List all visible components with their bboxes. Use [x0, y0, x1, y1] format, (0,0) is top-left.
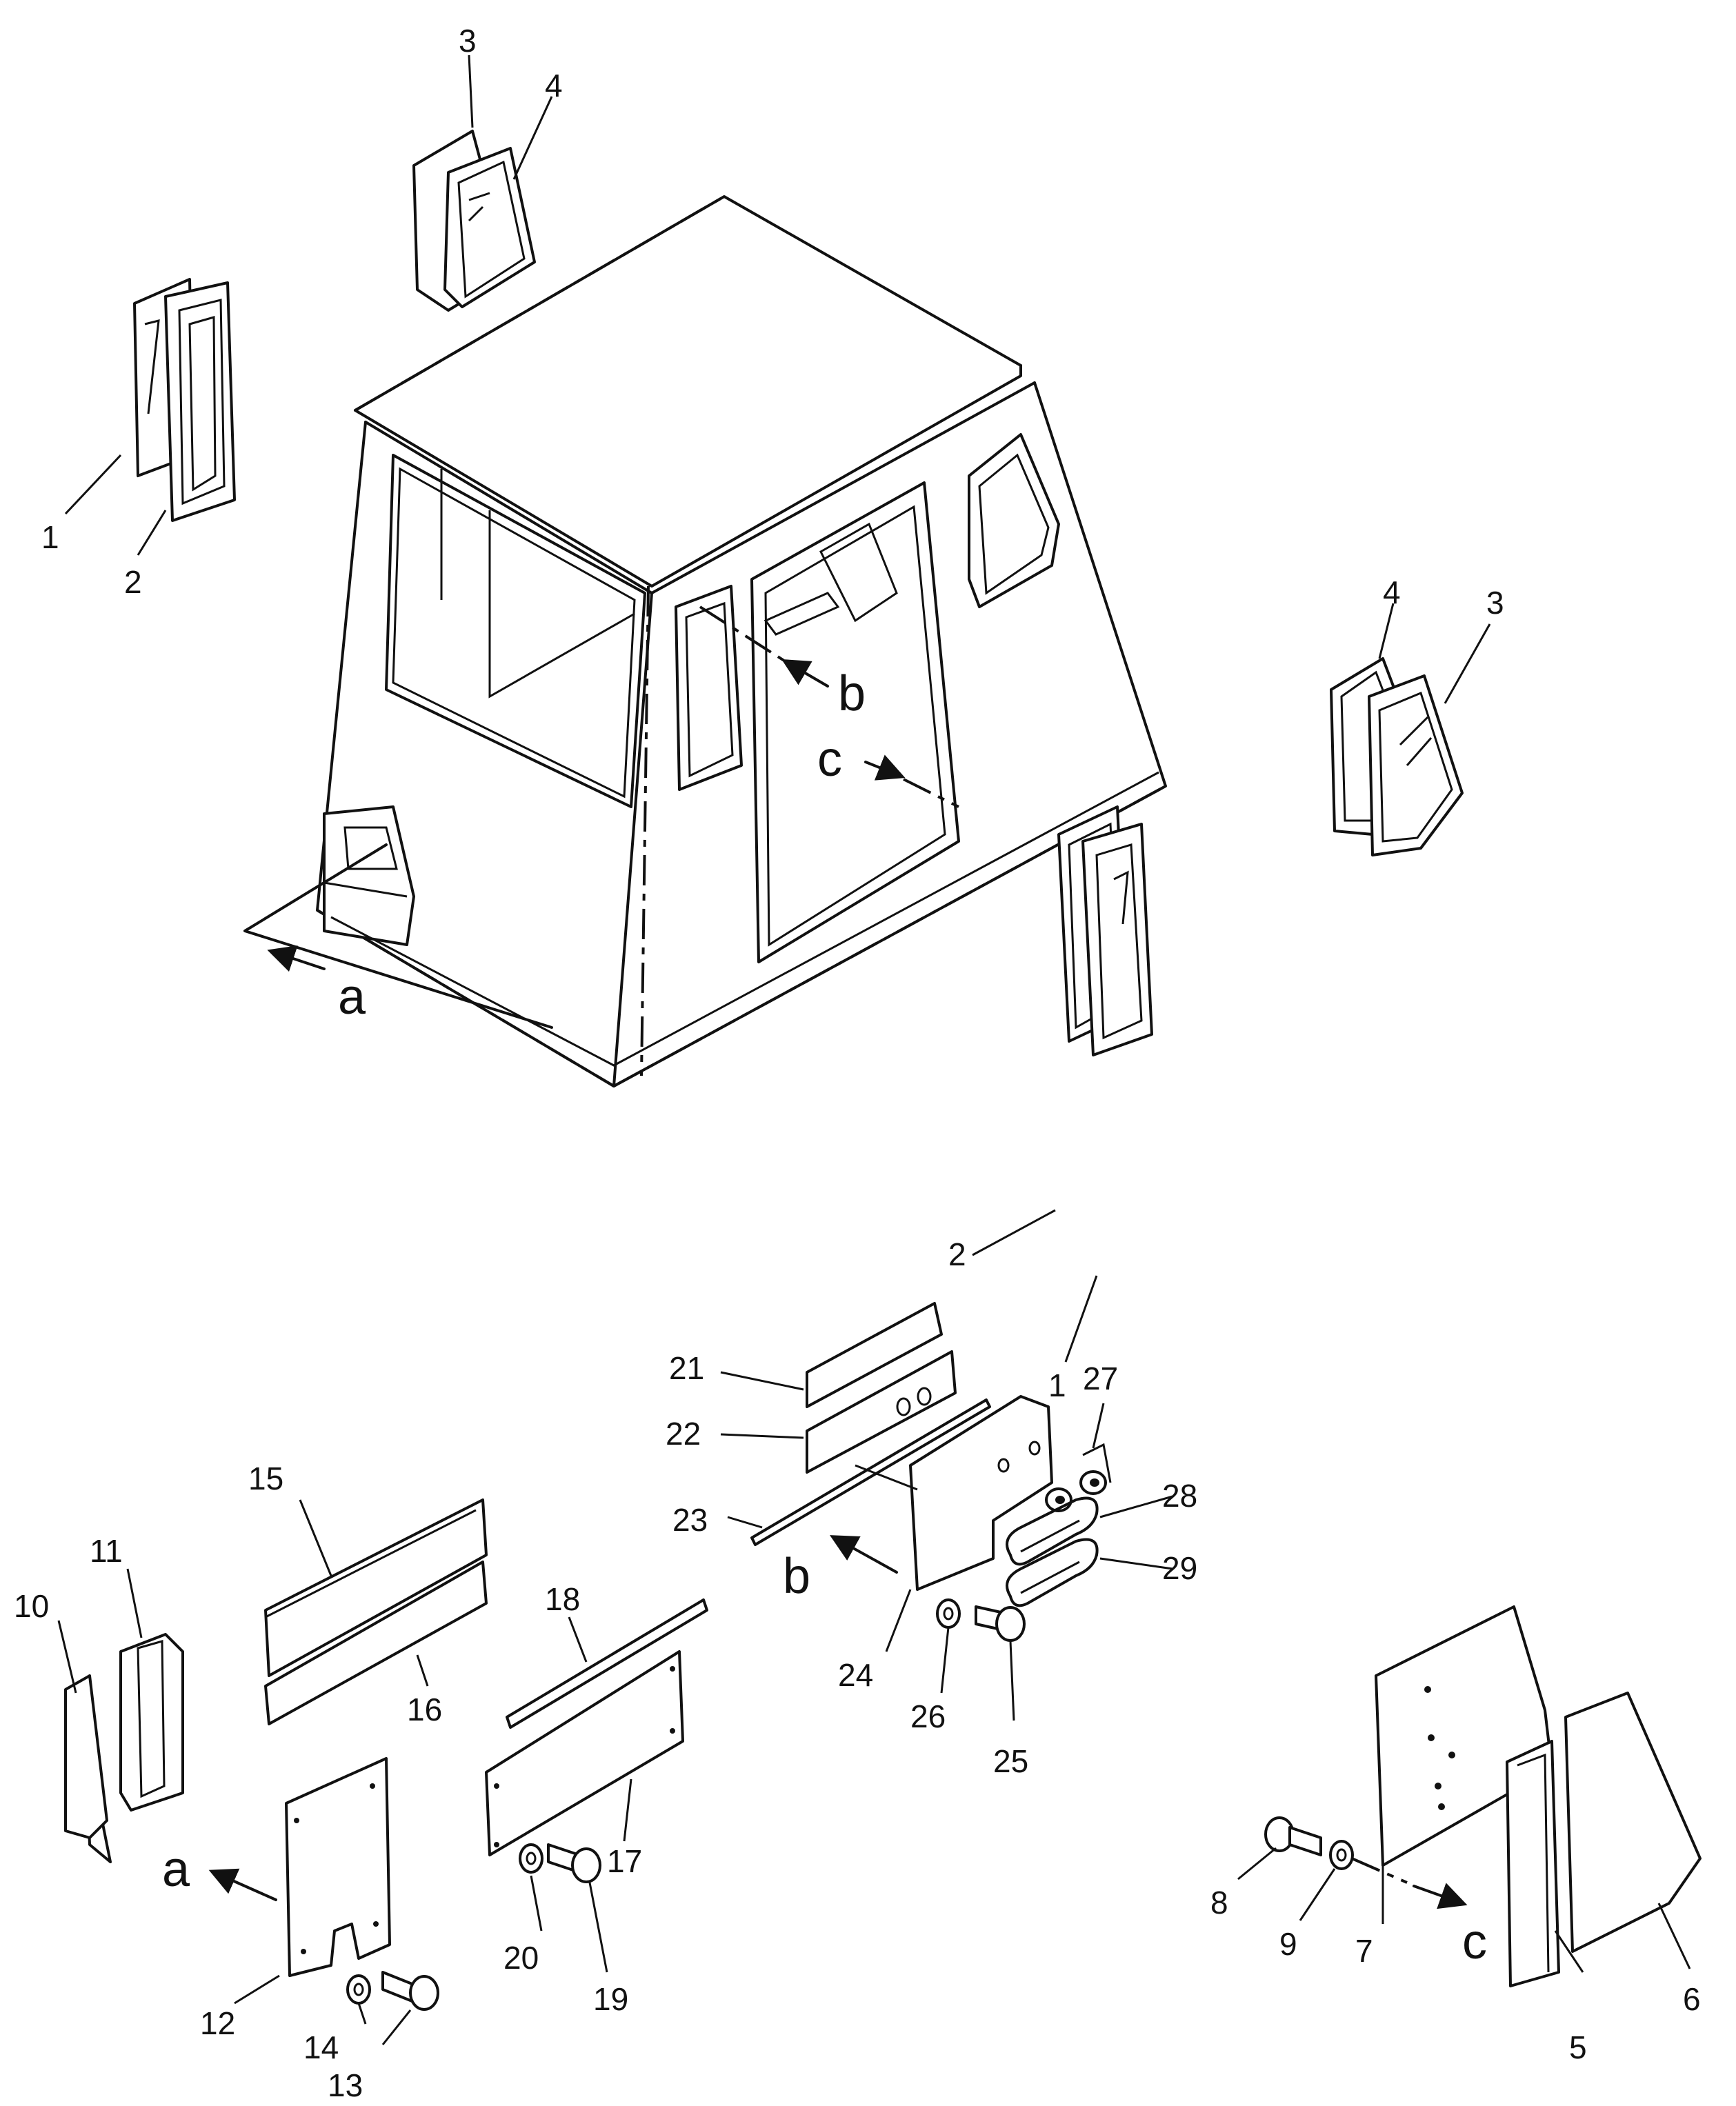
callout-21: 21 [669, 1350, 704, 1386]
callout-3: 3 [459, 23, 477, 59]
window-glass-side-right [1330, 657, 1464, 856]
callout-16: 16 [407, 1692, 442, 1727]
callout-3b: 3 [1486, 585, 1504, 621]
view-b-detail-label: b [783, 1549, 810, 1604]
callout-1: 1 [41, 519, 59, 555]
bolt-13 [381, 1971, 439, 2011]
callout-28: 28 [1162, 1478, 1197, 1514]
callout-23: 23 [672, 1502, 708, 1538]
seal-29 [1006, 1538, 1099, 1607]
seal-28 [1006, 1496, 1099, 1566]
callout-labels: 1 2 3 4 4 3 2 1 21 22 23 24 26 25 27 28 … [14, 23, 1701, 2103]
plate-12 [285, 1757, 391, 1977]
plate-7 [1375, 1605, 1553, 1867]
callout-17: 17 [607, 1843, 642, 1879]
callout-4: 4 [545, 68, 563, 103]
callout-1b: 1 [1048, 1367, 1066, 1403]
callout-20: 20 [503, 1940, 539, 1976]
callout-26: 26 [910, 1698, 946, 1734]
callout-14: 14 [303, 2029, 339, 2065]
view-c-detail-label: c [1462, 1914, 1487, 1969]
view-c-detail-arrow: c [1351, 1857, 1487, 1969]
view-c-label: c [817, 732, 842, 787]
view-a-label: a [338, 970, 366, 1025]
callout-6: 6 [1683, 1981, 1701, 2017]
pad-6 [1564, 1692, 1702, 1953]
window-glass-door [1057, 805, 1153, 1056]
view-a-detail-arrow: a [162, 1842, 277, 1901]
view-b-marker: b [699, 605, 866, 721]
callout-29: 29 [1162, 1550, 1197, 1586]
callout-24: 24 [838, 1657, 873, 1693]
pad-5 [1506, 1740, 1560, 1987]
leader-lines [57, 54, 1691, 2045]
view-a-detail-label: a [162, 1842, 190, 1897]
window-glass-rear-left [133, 278, 236, 522]
plug-27 [1045, 1443, 1112, 1512]
view-b-label: b [838, 666, 866, 721]
bolt-19 [547, 1843, 601, 1883]
callout-7: 7 [1355, 1933, 1373, 1969]
window-glass-rear-corner [412, 130, 536, 312]
washer-14 [346, 1974, 371, 2005]
callout-2b: 2 [948, 1236, 966, 1272]
washer-20 [519, 1843, 543, 1874]
callout-11: 11 [90, 1533, 123, 1569]
pad-10 [64, 1674, 112, 1863]
pad-16 [264, 1561, 488, 1725]
callout-8: 8 [1210, 1885, 1228, 1921]
bolt-25 [975, 1605, 1026, 1642]
plate-24 [909, 1395, 1053, 1591]
callout-12: 12 [200, 2005, 235, 2041]
pad-21 [806, 1302, 943, 1408]
plate-18 [506, 1598, 708, 1729]
callout-4b: 4 [1383, 574, 1401, 610]
callout-9: 9 [1279, 1926, 1297, 1962]
view-c-marker: c [817, 732, 959, 808]
plate-17 [485, 1650, 684, 1856]
callout-5: 5 [1569, 2029, 1587, 2065]
callout-22: 22 [666, 1416, 701, 1452]
operator-cab [316, 195, 1167, 1087]
washer-26 [936, 1598, 961, 1629]
bolt-8 [1264, 1816, 1322, 1856]
washer-9 [1329, 1840, 1354, 1870]
view-b-detail-arrow: b [783, 1535, 898, 1604]
callout-10: 10 [14, 1588, 49, 1624]
callout-2: 2 [124, 564, 142, 600]
pad-22 [806, 1350, 957, 1474]
callout-13: 13 [328, 2067, 363, 2103]
callout-27: 27 [1083, 1361, 1118, 1396]
callout-19: 19 [593, 1981, 628, 2017]
pad-11 [119, 1633, 184, 1812]
callout-25: 25 [993, 1743, 1028, 1779]
pad-15 [264, 1498, 488, 1677]
callout-18: 18 [545, 1581, 580, 1617]
callout-15: 15 [248, 1461, 283, 1496]
view-a-marker: a [243, 843, 553, 1029]
